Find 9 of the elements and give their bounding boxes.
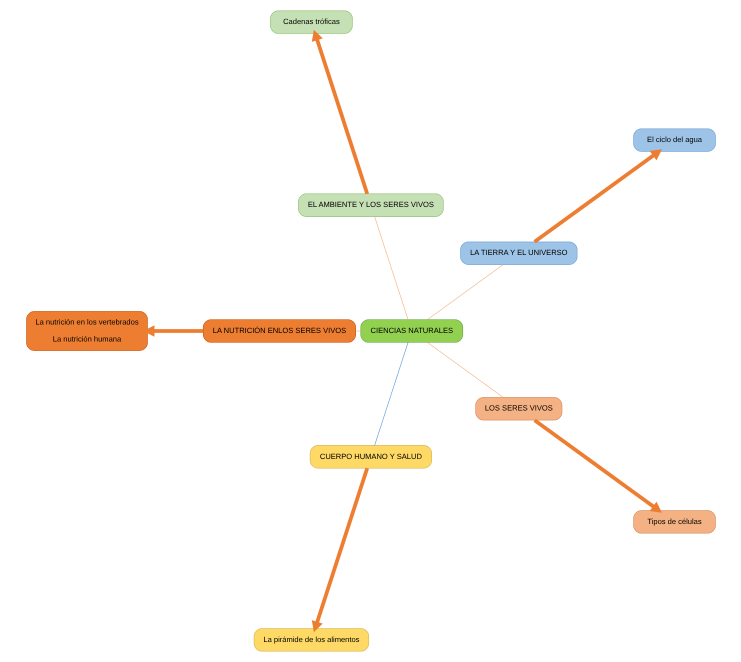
connector — [354, 330, 360, 332]
connector — [426, 264, 503, 320]
connector — [426, 342, 503, 398]
arrow — [311, 30, 368, 194]
connector — [374, 216, 408, 320]
connector — [374, 342, 408, 446]
arrow — [311, 468, 368, 632]
arrow — [533, 418, 662, 513]
arrow — [533, 149, 662, 244]
